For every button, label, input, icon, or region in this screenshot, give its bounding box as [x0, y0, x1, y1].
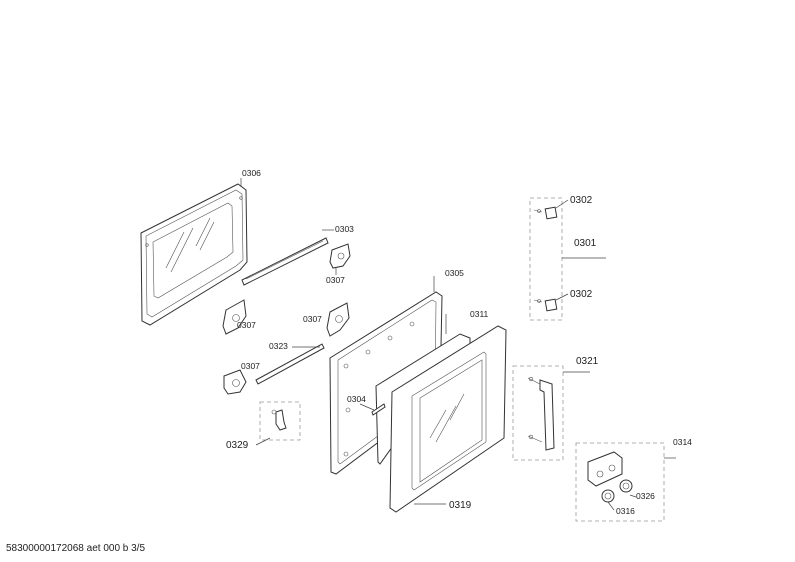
- label-0304: 0304: [347, 394, 366, 404]
- leader-0316: [607, 501, 615, 511]
- group-0329: [259, 401, 301, 441]
- part-0302-hinge-top: [533, 206, 558, 220]
- leader-0326: [629, 494, 637, 498]
- leader-0302-a: [555, 199, 569, 209]
- label-0316: 0316: [616, 506, 635, 516]
- part-0319-outer-glass-door: [389, 325, 507, 513]
- label-0307-c: 0307: [303, 314, 322, 324]
- part-0321-handle: [527, 376, 555, 451]
- leader-0304: [359, 403, 375, 411]
- part-0307-bracket-low: [223, 369, 247, 395]
- part-0329-clip: [271, 409, 287, 431]
- part-0326-knob: [619, 479, 633, 493]
- label-0314: 0314: [673, 437, 692, 447]
- label-0307-a: 0307: [326, 275, 345, 285]
- group-0321: [512, 365, 564, 461]
- part-0307-bracket-left: [222, 299, 247, 335]
- part-0307-bracket-top: [329, 243, 351, 269]
- leader-0329: [255, 437, 271, 446]
- label-0307-d: 0307: [241, 361, 260, 371]
- document-footer: 58300000172068 aet 000 b 3/5: [6, 543, 146, 554]
- part-0323-rod: [255, 343, 325, 385]
- group-0314: [575, 442, 665, 522]
- label-0303: 0303: [335, 224, 354, 234]
- part-0314-control-housing: [587, 451, 623, 487]
- label-0307-b: 0307: [237, 320, 256, 330]
- label-0329: 0329: [226, 440, 249, 451]
- leader-0302-b: [555, 293, 569, 301]
- part-0304-strip: [371, 403, 386, 416]
- part-0316-knob: [601, 489, 615, 503]
- label-0321: 0321: [576, 356, 599, 367]
- part-0306-inner-door-frame: [140, 183, 248, 326]
- group-0301: [529, 197, 563, 321]
- label-0301: 0301: [574, 238, 597, 249]
- label-0326: 0326: [636, 491, 655, 501]
- label-0319: 0319: [449, 500, 472, 511]
- part-0303-rail: [241, 237, 329, 286]
- part-0302-hinge-bottom: [533, 298, 558, 312]
- label-0302-b: 0302: [570, 289, 593, 300]
- label-0306: 0306: [242, 168, 261, 178]
- label-0302-a: 0302: [570, 195, 593, 206]
- label-0305: 0305: [445, 268, 464, 278]
- part-0307-bracket-mid: [326, 302, 350, 337]
- label-0311: 0311: [470, 309, 489, 319]
- label-0323: 0323: [269, 341, 288, 351]
